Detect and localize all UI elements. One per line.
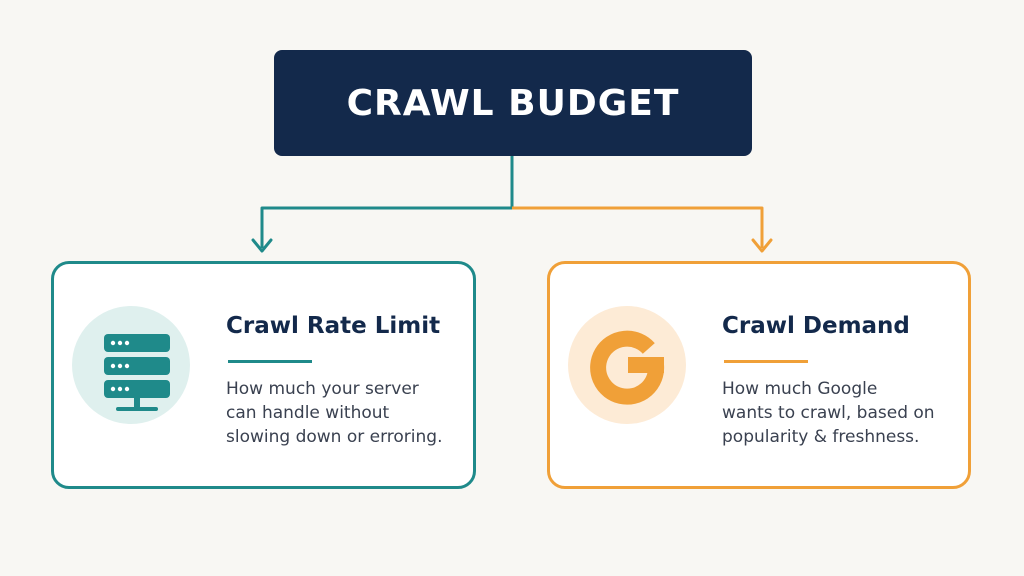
description-line: popularity & freshness.	[722, 427, 920, 447]
diagram-title: CRAWL BUDGET	[346, 82, 680, 124]
description-line: wants to crawl, based on	[722, 403, 935, 423]
title-underline	[724, 360, 808, 363]
description-line: can handle without	[226, 403, 390, 423]
card-description: How much Google wants to crawl, based on…	[722, 377, 967, 449]
card-title: Crawl Demand	[722, 313, 910, 339]
google-icon	[568, 306, 686, 424]
crawl-rate-limit-card: Crawl Rate Limit How much your server ca…	[51, 261, 476, 489]
crawl-budget-title-box: CRAWL BUDGET	[274, 50, 752, 156]
description-line: How much your server	[226, 379, 419, 399]
card-description: How much your server can handle without …	[226, 377, 471, 449]
arrowhead-right	[751, 238, 773, 253]
description-line: slowing down or erroring.	[226, 427, 443, 447]
arrowhead-left	[251, 238, 273, 253]
card-title: Crawl Rate Limit	[226, 313, 441, 339]
title-underline	[228, 360, 312, 363]
server-icon	[72, 306, 190, 424]
connector-left	[260, 156, 514, 248]
description-line: How much Google	[722, 379, 878, 399]
crawl-demand-card: Crawl Demand How much Google wants to cr…	[547, 261, 971, 489]
connector-right	[512, 206, 764, 248]
